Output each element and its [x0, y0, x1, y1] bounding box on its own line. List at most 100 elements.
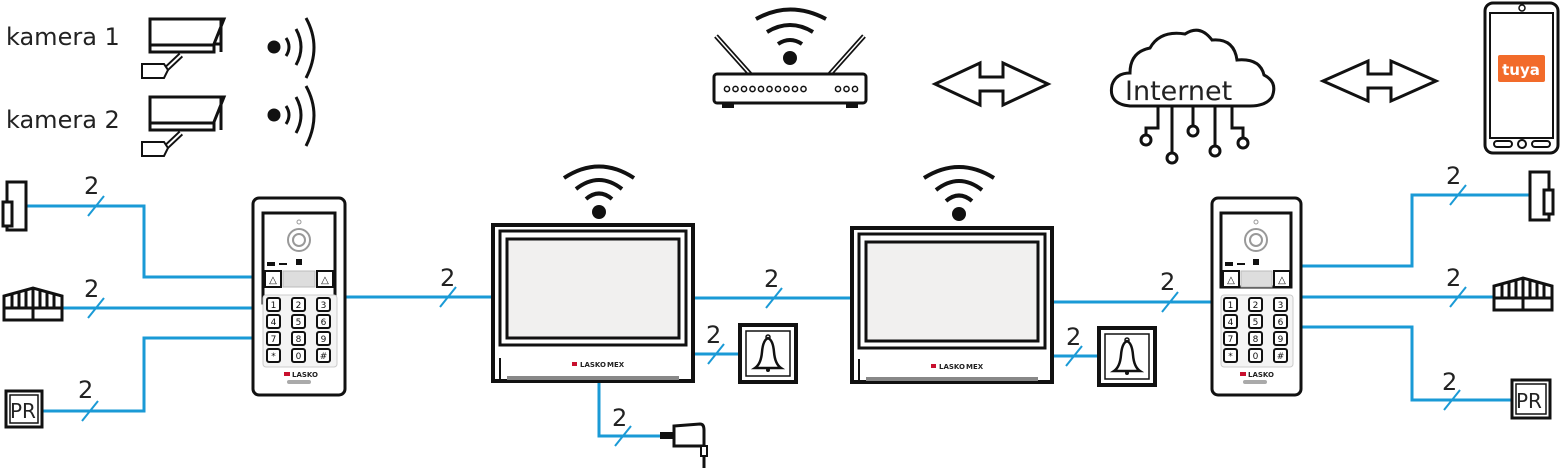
bell-icon: △ [1227, 275, 1235, 286]
brand-logo-suffix: MEX [966, 363, 984, 371]
keypad-key[interactable] [316, 348, 331, 363]
keypad-key-label: 9 [321, 335, 327, 345]
router-led [757, 85, 765, 93]
router-led [740, 85, 748, 93]
keypad-key[interactable] [1248, 297, 1263, 312]
keypad-key[interactable] [316, 314, 331, 329]
keypad-key[interactable] [1223, 297, 1238, 312]
keypad-key[interactable] [291, 348, 306, 363]
keypad-key[interactable] [266, 297, 281, 312]
tuya-app-icon[interactable] [1498, 55, 1545, 82]
router-led [834, 85, 842, 93]
router-led [766, 85, 773, 93]
wire-count-label: 2 [1442, 368, 1457, 396]
wire-count-monitor2-bell: 2 [1065, 323, 1083, 367]
pr-icon-right: PR [1510, 378, 1552, 420]
router-led [843, 85, 850, 93]
internet-cloud: Internet [1109, 28, 1276, 165]
wire-count-label: 2 [1160, 268, 1175, 296]
camera-2: kamera 2 [6, 85, 316, 157]
keypad-key[interactable] [1248, 348, 1263, 363]
brand-logo: LASKO [939, 363, 965, 371]
wire-count-lock-right: 2 [1446, 162, 1467, 206]
wireless-signal-icon [267, 85, 316, 147]
wire-count-label: 2 [1446, 162, 1461, 190]
keypad-key[interactable] [266, 331, 281, 346]
wire-count-monitor1-power: 2 [612, 404, 632, 447]
call-button-1[interactable] [264, 270, 282, 288]
monitor-2: LASKO MEX [850, 165, 1054, 384]
wire-count-label: 2 [612, 404, 627, 432]
wifi-icon [922, 165, 996, 221]
brand-logo: LASKO [1248, 371, 1274, 379]
monitor-1: LASKO MEX [491, 164, 695, 383]
router-led [851, 85, 859, 93]
keypad-key-label: * [1228, 352, 1233, 362]
cctv-camera-icon [141, 95, 227, 157]
keypad-key[interactable] [1223, 314, 1238, 329]
doorbell-icon-1 [738, 323, 798, 384]
brand-logo: LASKO [580, 361, 606, 369]
keypad-key-label: # [1277, 352, 1285, 362]
cloud-icon [1109, 28, 1276, 108]
keypad-key-label: 5 [1253, 318, 1259, 328]
keypad-key[interactable] [1223, 331, 1238, 346]
pr-icon-left: PR [4, 389, 44, 429]
camera-lens-icon [287, 219, 311, 252]
wire-count-panel-monitor1: 2 [439, 264, 457, 308]
keypad-key[interactable] [1273, 348, 1288, 363]
call-button-1[interactable] [1222, 270, 1240, 288]
keypad-key[interactable] [1223, 348, 1238, 363]
wifi-icon [562, 164, 636, 219]
cctv-camera-icon [141, 17, 227, 79]
keypad-key-label: 6 [321, 318, 327, 328]
wire-pr-right [1301, 325, 1512, 402]
camera-1-label: kamera 1 [6, 23, 120, 51]
wire-count-label: 2 [78, 376, 93, 404]
call-button-2[interactable] [316, 270, 334, 288]
router-led [723, 85, 731, 93]
wire-count-label: 2 [1446, 264, 1461, 292]
keypad-key[interactable] [316, 331, 331, 346]
keypad-key-label: 4 [271, 318, 277, 328]
wifi-icon [755, 7, 827, 65]
keypad-key[interactable] [266, 314, 281, 329]
wire-pr-left [42, 336, 252, 413]
keypad-key-label: 0 [296, 352, 302, 362]
keypad-key[interactable] [291, 331, 306, 346]
camera-1: kamera 1 [6, 17, 316, 79]
wire-count-gate-right: 2 [1446, 264, 1467, 308]
call-button-2[interactable] [1273, 270, 1291, 288]
keypad-key[interactable] [291, 297, 306, 312]
wire-count-gate-left: 2 [84, 275, 105, 319]
pr-label-left: PR [10, 399, 36, 423]
bell-icon: △ [1278, 275, 1286, 286]
router [712, 7, 868, 108]
wire-lock-right [1301, 193, 1530, 268]
keypad-key[interactable] [266, 348, 281, 363]
keypad-key-label: 5 [296, 318, 302, 328]
doorbell-icon-2 [1097, 326, 1157, 387]
keypad-key[interactable] [316, 297, 331, 312]
keypad-key-label: 0 [1253, 352, 1259, 362]
electric-lock-icon-left [1, 180, 28, 232]
keypad-key[interactable] [1273, 331, 1288, 346]
wire-count-lock-left: 2 [84, 172, 105, 217]
wire-count-label: 2 [84, 172, 99, 200]
keypad-key[interactable] [1273, 314, 1288, 329]
keypad-key[interactable] [1248, 314, 1263, 329]
wire-lock-left [26, 204, 252, 279]
camera-2-label: kamera 2 [6, 106, 120, 134]
bidirectional-arrow-icon [1319, 58, 1440, 104]
gate-icon-right [1492, 276, 1554, 312]
keypad-key[interactable] [1248, 331, 1263, 346]
keypad-key[interactable] [1273, 297, 1288, 312]
bell-icon: △ [321, 275, 329, 286]
keypad-key[interactable] [291, 314, 306, 329]
keypad-key-label: # [320, 352, 328, 362]
wire-count-label: 2 [1066, 323, 1081, 351]
